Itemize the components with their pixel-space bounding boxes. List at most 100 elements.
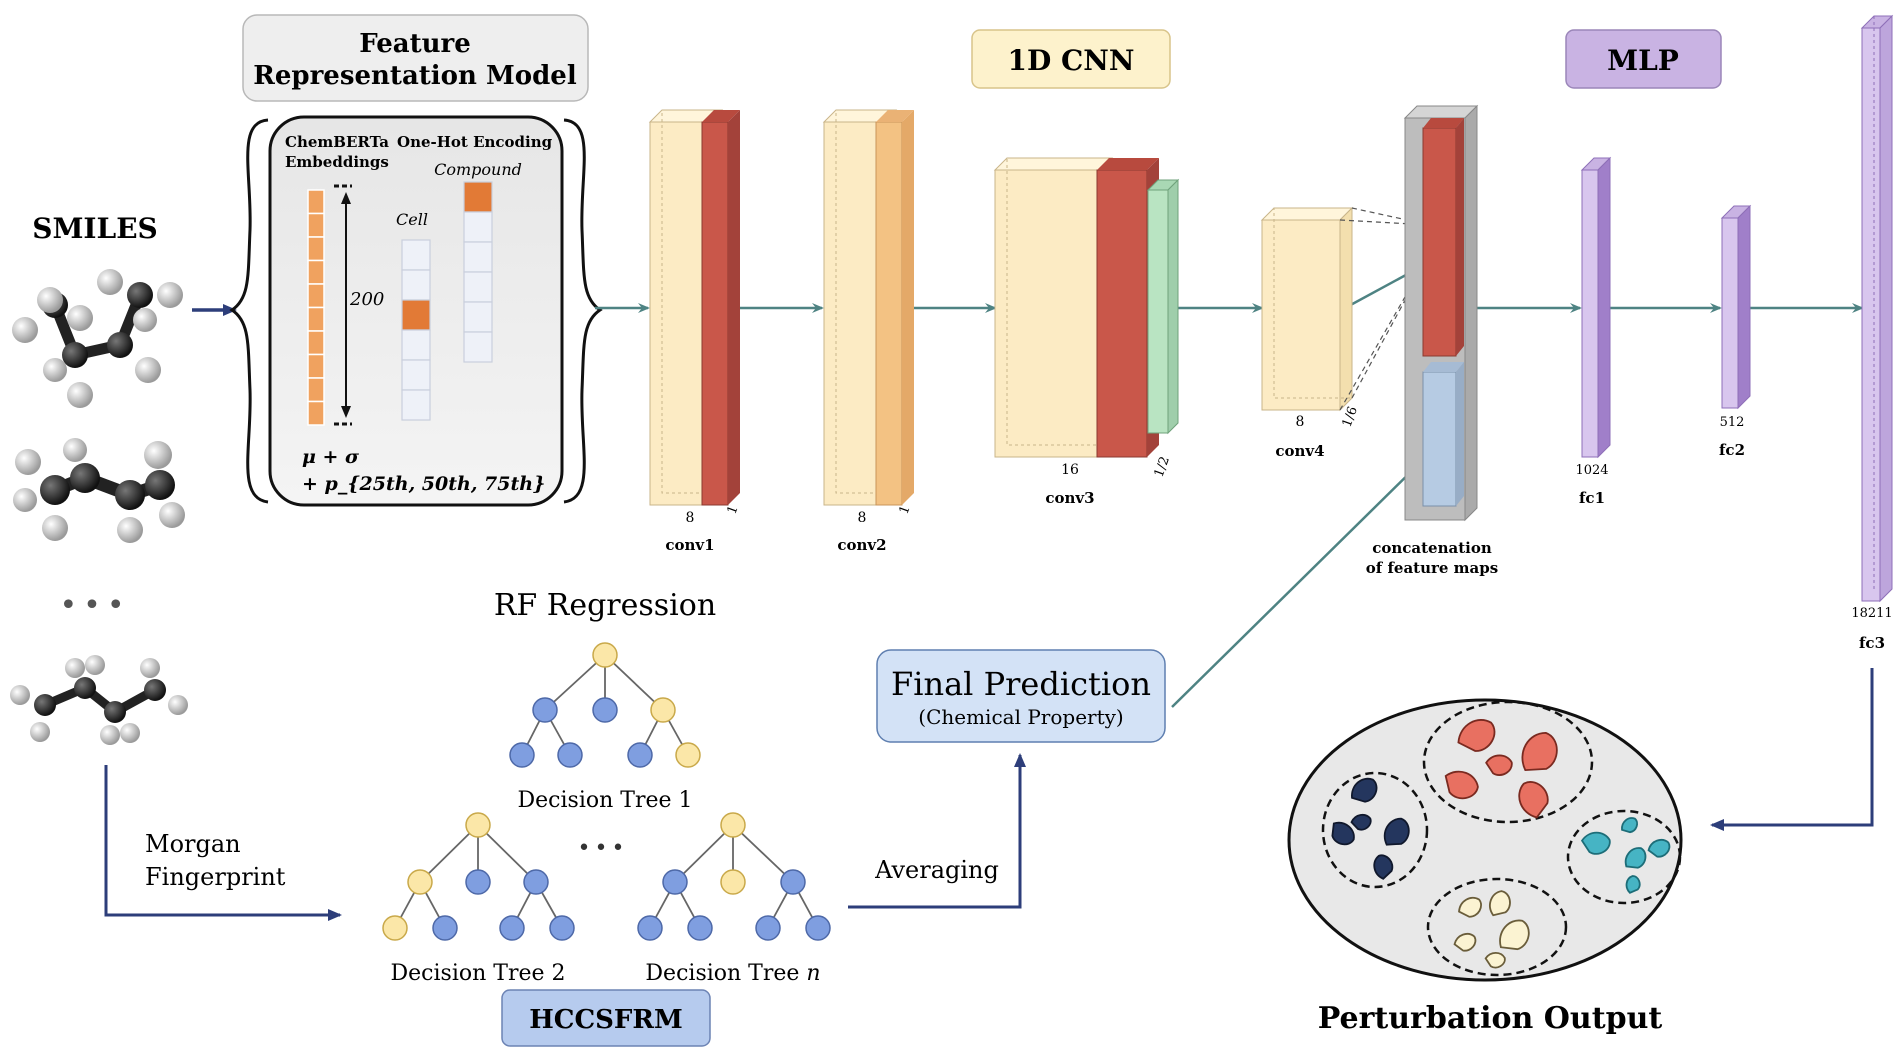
feature-model-title-line1: Feature (359, 29, 471, 59)
molecule-3-icon (10, 655, 188, 745)
fc2-size-label: 512 (1720, 415, 1745, 430)
fc3-block (1860, 14, 1894, 603)
embedding-cell (307, 259, 325, 285)
tree-node (549, 915, 575, 941)
tree-node (650, 697, 676, 723)
flow-arrow-prediction-concat (1171, 451, 1432, 708)
output-ellipse (1287, 698, 1683, 982)
tree-node (780, 869, 806, 895)
conv2-block (822, 109, 914, 506)
cluster-point (1457, 719, 1496, 752)
concat-label-line2: of feature maps (1366, 559, 1498, 577)
cluster-point (1458, 896, 1482, 918)
smiles-section: SMILES (10, 212, 342, 921)
embedding-cell (307, 377, 325, 403)
conv1-width-label: 8 (686, 510, 695, 526)
conv1-label: conv1 (665, 536, 714, 554)
tree-node (637, 915, 663, 941)
fc2-block (1720, 204, 1752, 410)
tree-node (465, 812, 491, 838)
embedding-cell (307, 400, 325, 426)
embedding-cell (307, 283, 325, 309)
conv1-depth-label: 1 (725, 503, 742, 516)
tree-node (755, 915, 781, 941)
averaging-arrow (848, 753, 1026, 909)
concat-label-line1: concatenation (1372, 539, 1492, 557)
cell-onehot-cell (401, 239, 431, 271)
final-prediction-title: Final Prediction (891, 665, 1151, 703)
stats-line2: + p_{25th, 50th, 75th} (302, 473, 545, 495)
cell-onehot-cell (401, 269, 431, 301)
left-brace (229, 118, 269, 504)
output-clusters (1321, 700, 1682, 977)
cluster-point (1499, 919, 1530, 951)
fc2-label: fc2 (1719, 441, 1745, 459)
conv4-label: conv4 (1275, 442, 1324, 460)
compound-label: Compound (434, 160, 522, 179)
embedding-cell (307, 236, 325, 262)
embedding-cell (307, 189, 325, 215)
averaging-label: Averaging (874, 856, 999, 884)
treen-label: Decision Tree n (645, 961, 820, 986)
tree-node (592, 697, 618, 723)
tree-edge (477, 824, 537, 883)
tree-node (720, 869, 746, 895)
morgan-label-line2: Fingerprint (145, 863, 286, 891)
concat-block (1403, 104, 1479, 522)
cluster-point (1518, 781, 1549, 819)
decision-tree (637, 812, 831, 941)
tree-edge (544, 654, 606, 711)
cluster-point (1373, 854, 1394, 880)
cnn-section: 1D CNN 8 1 conv1 (595, 29, 1864, 708)
fc1-size-label: 1024 (1575, 463, 1608, 478)
tree-node (532, 697, 558, 723)
feature-representation-model: Feature Representation Model ChemBERTa E… (229, 14, 603, 507)
cell-onehot-cell (401, 299, 431, 331)
cluster-point (1453, 933, 1477, 952)
fc1-block (1580, 156, 1612, 459)
embedding-cell (307, 212, 325, 238)
chemberta-label-line2: Embeddings (285, 153, 389, 171)
tree-node (432, 915, 458, 941)
tree-node (509, 742, 535, 768)
cell-onehot-cell (401, 329, 431, 361)
decision-tree (382, 812, 575, 941)
rf-section: RF Regression Decision Tree 1 Decision T… (382, 588, 1026, 1047)
cell-onehot-cell (401, 389, 431, 421)
compound-onehot-cell (463, 241, 493, 273)
mlp-section: MLP 1024 fc1 512 fc2 18211 fc3 (1565, 14, 1894, 831)
dimension-label: 200 (349, 289, 384, 310)
cnn-title: 1D CNN (1008, 44, 1135, 77)
fc3-size-label: 18211 (1851, 606, 1892, 621)
decision-tree (509, 642, 701, 768)
compound-onehot-cell (463, 271, 493, 303)
conv3-block (993, 157, 1180, 458)
model-name: HCCSFRM (529, 1005, 683, 1035)
cell-onehot-vector (401, 239, 431, 421)
compound-onehot-vector (463, 181, 493, 363)
tree-node (805, 915, 831, 941)
cluster-point (1521, 731, 1558, 772)
final-prediction-box (876, 649, 1166, 743)
fc3-to-output-arrow (1710, 668, 1874, 831)
trees-ellipsis: ••• (578, 836, 629, 861)
compound-onehot-cell (463, 211, 493, 243)
molecule-1-icon (12, 269, 183, 408)
cluster-point (1580, 831, 1611, 855)
mlp-title: MLP (1607, 44, 1679, 77)
cluster-point (1621, 817, 1638, 834)
cluster-point (1350, 813, 1372, 831)
final-prediction-subtitle: (Chemical Property) (918, 705, 1123, 729)
tree-node (499, 915, 525, 941)
compound-onehot-cell (463, 331, 493, 363)
embedding-cell (307, 330, 325, 356)
rf-title: RF Regression (494, 588, 716, 623)
cluster-point (1625, 875, 1641, 894)
molecule-ellipsis: ••• (59, 588, 130, 623)
cluster-point (1485, 754, 1513, 776)
model-name-box (501, 989, 711, 1047)
perturbation-output: Perturbation Output (1287, 698, 1683, 1036)
cluster-point (1489, 890, 1511, 917)
conv3-depth-label: 1/2 (1152, 455, 1173, 480)
tree-node (465, 869, 491, 895)
